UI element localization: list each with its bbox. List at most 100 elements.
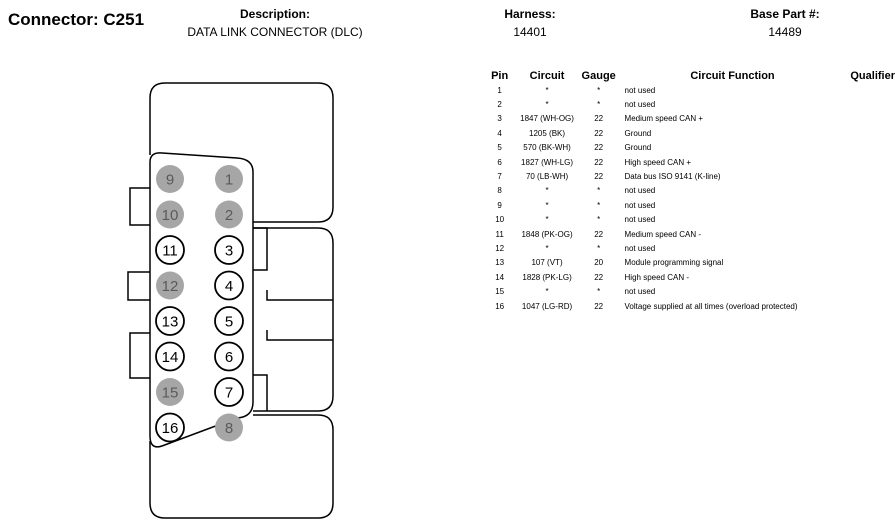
table-row: 15**not used: [484, 284, 895, 298]
pin-label: 12: [162, 278, 179, 295]
pin-circle: [214, 341, 244, 372]
cell-pin-number: 3: [497, 114, 502, 124]
pin-circle: [156, 200, 184, 229]
cell-gauge: *: [597, 85, 601, 95]
cell-qualifier: [840, 126, 895, 140]
base-part-label: Base Part #:: [750, 7, 820, 21]
cell-qualifier: [840, 198, 895, 212]
cell-qualifier: [840, 270, 895, 284]
pin-circle: [156, 271, 184, 300]
cell-gauge: 22: [594, 157, 604, 167]
connector-title: Connector: C251: [8, 10, 145, 29]
pin-circle: [156, 165, 184, 193]
pin-5: 5: [214, 306, 244, 336]
table-row: 9**not used: [484, 198, 895, 212]
col-header-gauge: Gauge: [581, 69, 616, 82]
cell-circuit: 1205 (BK): [529, 128, 566, 138]
pin-label: 11: [162, 243, 178, 260]
pin-label: 13: [162, 314, 179, 331]
cell-gauge: *: [597, 243, 601, 253]
pin-2: 2: [215, 200, 243, 229]
cell-circuit-function: Data bus ISO 9141 (K-line): [624, 172, 721, 182]
cell-pin-number: 16: [495, 301, 505, 311]
cell-gauge: *: [597, 186, 601, 196]
base-part-block: Base Part #: 14489: [725, 7, 845, 39]
pin-16: 16: [155, 412, 185, 443]
pin-label: 8: [225, 420, 233, 437]
cell-circuit: *: [545, 287, 549, 297]
cell-circuit: *: [545, 100, 549, 110]
cell-pin-number: 12: [495, 243, 505, 253]
cell-circuit: 1047 (LG-RD): [521, 301, 573, 311]
base-part-value: 14489: [768, 25, 802, 39]
cell-circuit: *: [545, 85, 549, 95]
cell-pin-number: 10: [495, 215, 505, 225]
cell-circuit-function: Medium speed CAN -: [624, 229, 702, 239]
col-header-circuit-function: Circuit Function: [690, 69, 775, 82]
cell-circuit-function: Ground: [624, 143, 652, 153]
cell-pin-number: 15: [495, 287, 505, 297]
cell-circuit: 70 (LB-WH): [525, 172, 569, 182]
harness-block: Harness: 14401: [470, 7, 590, 39]
cell-circuit: 1827 (WH-LG): [521, 157, 574, 167]
pin-circle: [155, 235, 185, 265]
pin-label: 4: [225, 278, 233, 295]
cell-gauge: 22: [594, 229, 604, 239]
cell-circuit: *: [545, 215, 549, 225]
cell-gauge: 22: [594, 114, 604, 124]
cell-qualifier: [840, 299, 895, 313]
cell-circuit-function: not used: [624, 186, 656, 196]
cell-circuit: 107 (VT): [531, 258, 563, 268]
cell-circuit-function: not used: [624, 287, 656, 297]
connector-housing: [127, 82, 334, 519]
pin-circle: [215, 200, 243, 229]
pin-4: 4: [214, 270, 244, 301]
pin-circle: [155, 306, 185, 336]
pin-table-header: Pin Circuit Gauge Circuit Function Quali…: [484, 68, 895, 83]
cell-qualifier: [840, 213, 895, 227]
pin-label: 6: [225, 349, 233, 366]
table-row: 12**not used: [484, 241, 895, 255]
table-row: 1**not used: [484, 83, 895, 97]
table-row: 10**not used: [484, 213, 895, 227]
cell-gauge: 22: [594, 172, 604, 182]
cell-qualifier: [840, 227, 895, 241]
cell-circuit: *: [545, 243, 549, 253]
cell-qualifier: [840, 155, 895, 169]
cell-circuit-function: High speed CAN -: [624, 272, 690, 282]
pin-label: 3: [225, 243, 233, 260]
cell-pin-number: 14: [495, 272, 505, 282]
cell-gauge: 22: [594, 272, 604, 282]
pin-circle: [155, 341, 185, 372]
description-value: DATA LINK CONNECTOR (DLC): [187, 25, 363, 39]
cell-qualifier: [840, 169, 895, 183]
cell-qualifier: [840, 141, 895, 155]
pin-7: 7: [214, 377, 244, 407]
pin-label: 16: [162, 420, 179, 437]
cell-circuit-function: not used: [624, 85, 656, 95]
cell-circuit-function: not used: [624, 100, 656, 110]
pin-10: 10: [156, 200, 184, 229]
cell-gauge: *: [597, 100, 601, 110]
pin-circle: [214, 235, 244, 265]
cell-pin-number: 6: [497, 157, 502, 167]
table-row: 2**not used: [484, 97, 895, 111]
cell-pin-number: 9: [497, 200, 502, 210]
col-header-circuit: Circuit: [529, 69, 565, 82]
pin-label: 5: [225, 314, 233, 331]
cell-circuit: *: [545, 186, 549, 196]
cell-circuit: 1828 (PK-LG): [522, 272, 572, 282]
cell-gauge: 22: [594, 301, 604, 311]
pin-circle: [215, 413, 243, 442]
table-row: 14 1828 (PK-LG) 22 High speed CAN -: [484, 270, 895, 284]
cell-circuit: 1847 (WH-OG): [520, 114, 574, 124]
harness-value: 14401: [513, 25, 547, 39]
pin-circle: [214, 306, 244, 336]
cell-gauge: 22: [594, 128, 604, 138]
